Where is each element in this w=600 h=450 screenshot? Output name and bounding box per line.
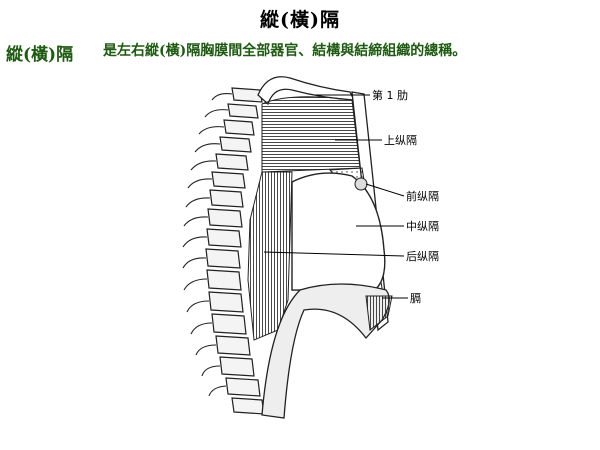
label-diaphragm: 膈 [410,292,421,305]
label-anterior-mediastinum: 前纵隔 [406,189,439,203]
spinous-processes [182,93,233,397]
term-heading: 縱(橫)隔 [6,45,74,65]
label-rib1: 第 1 肋 [372,88,408,102]
diaphragm-crus [365,295,393,331]
label-posterior-mediastinum: 后纵隔 [406,250,439,263]
thymus-nodule [354,177,368,191]
leader-lines [263,94,408,299]
term-definition: 是左右縱(橫)隔胸膜間全部器官、結構與結締組織的總稱。 [103,43,467,59]
vertebral-column [205,87,265,415]
superior-mediastinum [261,96,361,173]
page-title: 縱(橫)隔 [260,9,340,31]
label-middle-mediastinum: 中纵隔 [406,220,439,233]
label-superior-mediastinum: 上纵隔 [384,134,417,147]
